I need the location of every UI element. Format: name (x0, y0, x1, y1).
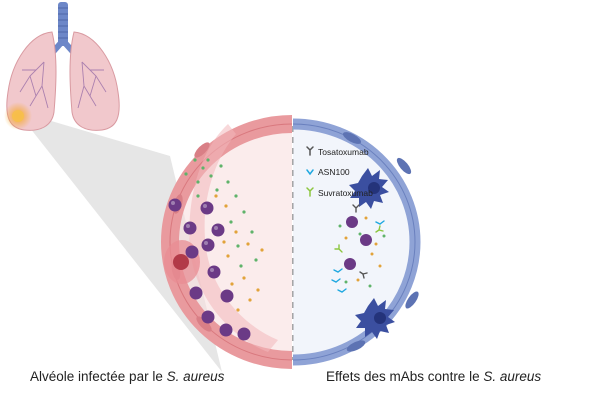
infected-alveolus (161, 115, 293, 369)
caption-infected-alveolus: Alvéole infectée par le S. aureus (30, 369, 224, 384)
lungs-icon (4, 2, 120, 131)
legend-item-suvratoxumab: Suvratoxumab (306, 187, 373, 198)
zoom-cone (14, 110, 222, 372)
legend-item-tosatoxumab: Tosatoxumab (306, 146, 369, 157)
caption-text: Alvéole infectée par le (30, 369, 167, 384)
macrophage-icon (349, 168, 389, 209)
legend-label: Tosatoxumab (318, 147, 369, 157)
macrophage-icon (355, 298, 395, 339)
legend-item-asn100: ASN100 (306, 167, 350, 177)
legend-label: ASN100 (318, 167, 350, 177)
caption-text: Effets des mAbs contre le (326, 369, 484, 384)
caption-species: S. aureus (166, 369, 225, 384)
legend-label: Suvratoxumab (318, 188, 373, 198)
treated-alveolus (292, 118, 421, 366)
antibody-v-icon (306, 169, 314, 176)
caption-species: S. aureus (483, 369, 542, 384)
antibody-y-icon (306, 146, 314, 156)
caption-mabs-effects: Effets des mAbs contre le S. aureus (326, 369, 541, 384)
bacteria-toxins (184, 158, 264, 312)
antibody-y-icon (306, 187, 314, 197)
antibody-legend: Tosatoxumab ASN100 Suvratoxumab (306, 146, 373, 198)
immune-cells (168, 198, 251, 341)
